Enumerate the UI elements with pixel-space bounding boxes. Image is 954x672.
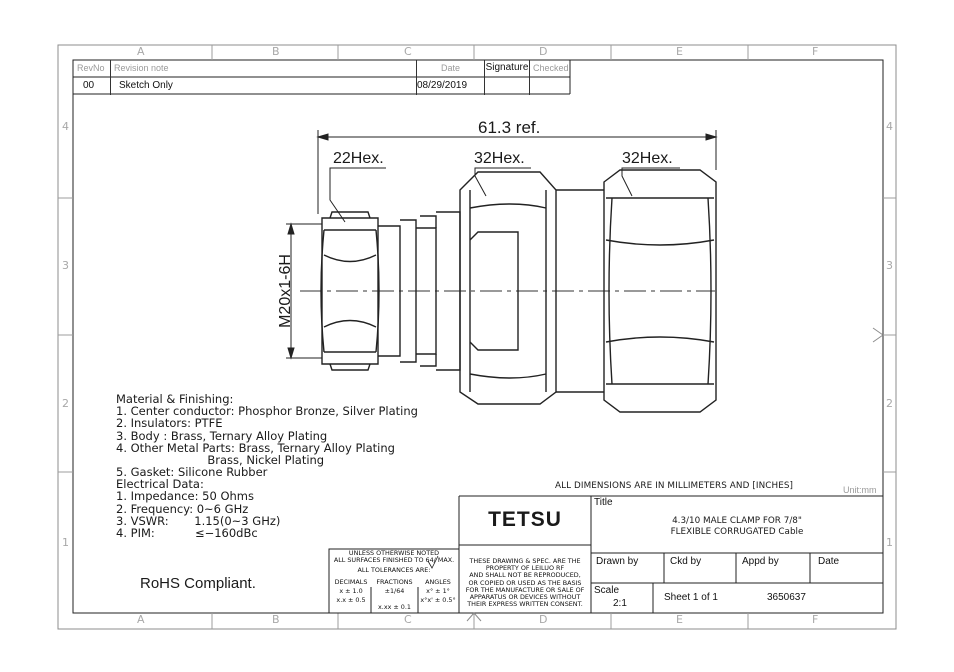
rev-header-checked: Checked bbox=[533, 63, 569, 73]
notice-line: THEIR EXPRESS WRITTEN CONSENT. bbox=[467, 600, 583, 609]
company-name: TETSU bbox=[488, 508, 562, 531]
appd-by-label: Appd by bbox=[742, 556, 779, 567]
tolerance-fractions-header: FRACTIONS bbox=[376, 578, 413, 586]
tolerance-decimal-2: x.x ± 0.5 bbox=[336, 596, 366, 604]
part-number: 3650637 bbox=[767, 592, 806, 603]
zone-col-c-top: C bbox=[404, 45, 412, 58]
material-line: 3. VSWR: 1.15(0~3 GHz) bbox=[116, 514, 281, 528]
tolerance-decimal-1: x ± 1.0 bbox=[339, 587, 363, 595]
zone-col-b-top: B bbox=[272, 45, 280, 58]
material-line: 3. Body : Brass, Ternary Alloy Plating bbox=[116, 429, 328, 443]
notice-line: FOR THE MANUFACTURE OR SALE OF bbox=[465, 585, 585, 594]
rev-header-revno: RevNo bbox=[73, 60, 111, 78]
zone-row-2-left: 2 bbox=[62, 397, 69, 410]
date-label: Date bbox=[818, 556, 840, 567]
zone-col-a-bottom: A bbox=[137, 613, 145, 626]
zone-row-3-left: 3 bbox=[62, 259, 69, 272]
rev-header-date: Date bbox=[417, 60, 485, 78]
drawn-by-label: Drawn by bbox=[596, 556, 639, 567]
ownership-notice: THESE DRAWING & SPEC. ARE THE PROPERTY O… bbox=[459, 557, 591, 609]
material-line: 1. Impedance: 50 Ohms bbox=[116, 489, 254, 503]
notice-line: OR COPIED OR USED AS THE BASIS bbox=[468, 578, 582, 587]
tolerance-line3: ALL TOLERANCES ARE: bbox=[357, 566, 431, 575]
tolerance-decimal-3: x.xx ± 0.1 bbox=[378, 603, 411, 611]
zone-row-1-right: 1 bbox=[886, 536, 893, 549]
rev-row-revno: 00 bbox=[73, 77, 111, 95]
zone-row-1-left: 1 bbox=[62, 536, 69, 549]
tolerance-block: UNLESS OTHERWISE NOTED ALL SURFACES FINI… bbox=[329, 549, 459, 575]
rev-header-signature: Signature bbox=[485, 60, 530, 78]
zone-col-e-bottom: E bbox=[676, 613, 683, 626]
zone-col-f-bottom: F bbox=[812, 613, 819, 626]
zone-col-d-bottom: D bbox=[539, 613, 548, 626]
material-line: 5. Gasket: Silicone Rubber bbox=[116, 465, 268, 479]
notice-line: PROPERTY OF LEILUO RF bbox=[485, 564, 565, 573]
rev-row-date: 08/29/2019 bbox=[417, 77, 485, 95]
tolerance-angle-2: x°x' ± 0.5° bbox=[420, 596, 456, 604]
zone-col-c-bottom: C bbox=[404, 613, 412, 626]
zone-row-4-right: 4 bbox=[886, 120, 893, 133]
notice-line: THESE DRAWING & SPEC. ARE THE bbox=[469, 557, 581, 565]
material-line: 4. Other Metal Parts: Brass, Ternary All… bbox=[116, 441, 395, 455]
title-line-1: 4.3/10 MALE CLAMP FOR 7/8" bbox=[672, 516, 802, 526]
zone-col-d-top: D bbox=[539, 45, 548, 58]
notice-line: AND SHALL NOT BE REPRODUCED, bbox=[469, 571, 581, 580]
material-line: 1. Center conductor: Phosphor Bronze, Si… bbox=[116, 404, 418, 418]
hex-right-label: 32Hex. bbox=[622, 150, 673, 167]
hex-left-label: 22Hex. bbox=[333, 150, 384, 167]
rev-row-signature bbox=[485, 77, 530, 95]
title-label: Title bbox=[594, 497, 613, 508]
ckd-by-label: Ckd by bbox=[670, 556, 702, 567]
scale-value: 2:1 bbox=[613, 598, 627, 609]
drawing-title: 4.3/10 MALE CLAMP FOR 7/8" FLEXIBLE CORR… bbox=[591, 516, 883, 538]
material-line: 2. Frequency: 0~6 GHz bbox=[116, 502, 249, 516]
zone-col-e-top: E bbox=[676, 45, 683, 58]
tolerance-angle-1: x° ± 1° bbox=[426, 587, 450, 595]
overall-length-label: 61.3 ref. bbox=[478, 118, 541, 137]
tolerance-decimals-header: DECIMALS bbox=[334, 578, 368, 586]
title-line-2: FLEXIBLE CORRUGATED Cable bbox=[670, 527, 804, 537]
hex-mid-label: 32Hex. bbox=[474, 150, 525, 167]
revision-table: RevNo Revision note Date Signature Check… bbox=[73, 60, 570, 95]
tolerance-line2: ALL SURFACES FINISHED TO 64/ MAX. bbox=[333, 556, 455, 565]
rev-row-checked bbox=[530, 77, 570, 95]
zone-col-f-top: F bbox=[812, 45, 819, 58]
material-line: Electrical Data: bbox=[116, 477, 204, 491]
zone-row-4-left: 4 bbox=[62, 120, 69, 133]
sheet-number: Sheet 1 of 1 bbox=[664, 592, 718, 603]
zone-row-2-right: 2 bbox=[886, 397, 893, 410]
material-line: Material & Finishing: bbox=[116, 392, 234, 406]
tolerance-angles-header: ANGLES bbox=[425, 578, 451, 586]
tolerance-fraction: ±1/64 bbox=[384, 587, 405, 595]
material-line: 2. Insulators: PTFE bbox=[116, 416, 223, 430]
rev-row-note: Sketch Only bbox=[111, 77, 417, 95]
rev-header-note: Revision note bbox=[111, 60, 417, 78]
scale-label: Scale bbox=[594, 585, 620, 596]
dimension-note: ALL DIMENSIONS ARE IN MILLIMETERS AND [I… bbox=[555, 481, 794, 491]
rohs-note: RoHS Compliant. bbox=[140, 575, 256, 592]
tolerance-line1: UNLESS OTHERWISE NOTED bbox=[348, 549, 440, 557]
thread-label: M20x1-6H bbox=[277, 254, 294, 328]
zone-col-a-top: A bbox=[137, 45, 145, 58]
notice-line: APPARATUS OR DEVICES WITHOUT bbox=[469, 593, 581, 602]
material-line: 4. PIM: ≤−160dBc bbox=[116, 526, 258, 540]
zone-row-3-right: 3 bbox=[886, 259, 893, 272]
unit-label: Unit:mm bbox=[843, 485, 877, 495]
material-line: Brass, Nickel Plating bbox=[116, 453, 325, 467]
zone-col-b-bottom: B bbox=[272, 613, 280, 626]
